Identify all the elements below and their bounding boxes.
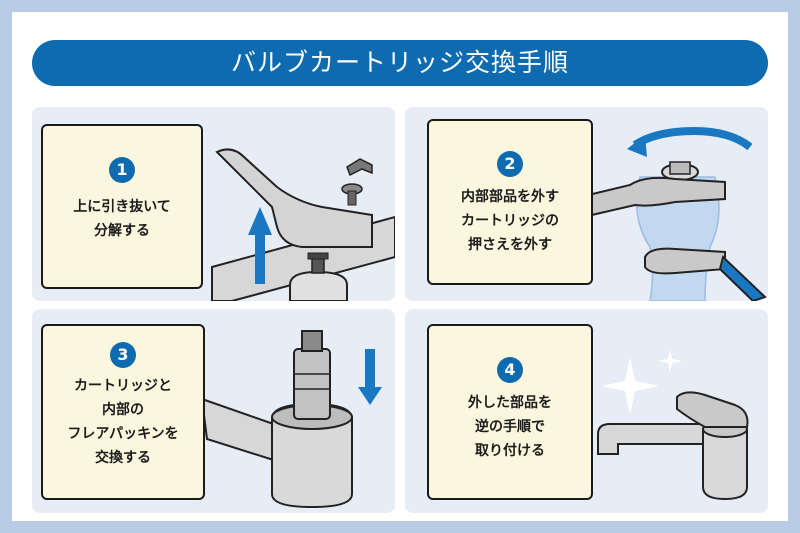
step-text-4: 外した部品を 逆の手順で 取り付ける xyxy=(468,395,552,459)
lower-wrench xyxy=(644,247,726,275)
rotate-arrow-icon xyxy=(627,127,753,157)
step-card-2: 2 内部部品を外す カートリッジの 押さえを外す xyxy=(427,119,593,285)
step-card-1: 1 上に引き抜いて 分解する xyxy=(41,124,203,289)
step-panel-1: 1 上に引き抜いて 分解する xyxy=(32,107,395,301)
step-card-4: 4 外した部品を 逆の手順で 取り付ける xyxy=(427,324,593,500)
step-panel-3: 3 カートリッジと 内部の フレアパッキンを 交換する xyxy=(32,309,395,513)
sparkle-small-icon xyxy=(658,349,682,373)
up-arrow-icon xyxy=(248,207,272,284)
step-card-3: 3 カートリッジと 内部の フレアパッキンを 交換する xyxy=(41,324,205,500)
down-arrow-icon xyxy=(358,349,382,405)
page-title: バルブカートリッジ交換手順 xyxy=(32,40,768,86)
step-text-3: カートリッジと 内部の フレアパッキンを 交換する xyxy=(67,378,179,466)
step-number-4: 4 xyxy=(497,357,523,383)
step-text-2: 内部部品を外す カートリッジの 押さえを外す xyxy=(461,189,559,253)
step-number-2: 2 xyxy=(497,151,523,177)
cartridge-replace-illustration xyxy=(200,330,382,509)
sparkle-icon xyxy=(601,357,659,415)
step-panel-2: 2 内部部品を外す カートリッジの 押さえを外す xyxy=(405,107,768,301)
infographic-frame: バルブカートリッジ交換手順 1 上に引き抜いて 分解する xyxy=(12,12,788,521)
lever-handle xyxy=(215,148,373,248)
upper-wrench xyxy=(578,176,726,219)
faucet-complete-illustration xyxy=(597,349,749,501)
step-text-1: 上に引き抜いて 分解する xyxy=(73,199,171,239)
step-panel-4: 4 外した部品を 逆の手順で 取り付ける xyxy=(405,309,768,513)
step-number-1: 1 xyxy=(109,157,135,183)
lever-removal-illustration xyxy=(211,148,395,301)
step-number-3: 3 xyxy=(110,342,136,368)
